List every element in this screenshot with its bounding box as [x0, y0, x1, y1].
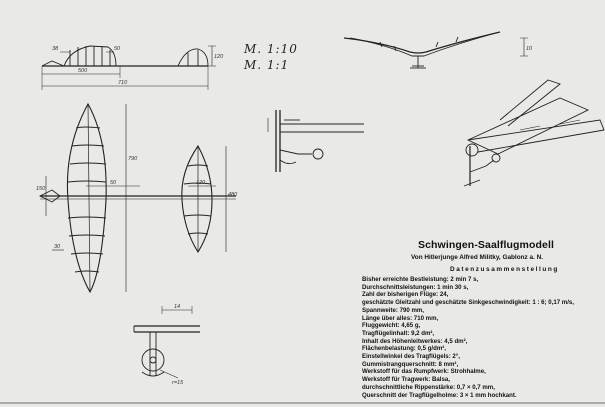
spec-item: Länge über alles: 710 mm,: [362, 314, 439, 322]
dim-fuselage-length: 500: [78, 68, 88, 74]
spec-item: Inhalt des Höhenleitwerkes: 4,5 dm²,: [362, 337, 468, 345]
dim-tail-root: 30: [54, 244, 61, 250]
dim-wing-chord: 150: [36, 186, 46, 192]
dim-mast-left: 38: [52, 46, 59, 52]
spec-item: Gummistrangquerschnitt: 8 mm²,: [362, 360, 459, 368]
spec-item: geschätzte Gleitzahl und geschätzte Sink…: [362, 299, 574, 307]
spec-item: Flächenbelastung: 0,5 g/dm²,: [362, 345, 446, 353]
dim-span: 790: [128, 156, 138, 162]
spec-item: Zahl der bisherigen Flüge: 24,: [362, 291, 449, 299]
spec-item: Bisher erreichte Bestleistung: 2 min 7 s…: [362, 276, 479, 283]
spec-item: Durchschnittsleistungen: 1 min 30 s,: [362, 283, 469, 291]
spec-list: Bisher erreichte Bestleistung: 2 min 7 s…: [362, 276, 602, 399]
dim-tail-chord: 120: [196, 180, 206, 186]
perspective-view: [463, 79, 605, 187]
dim-flap-height: 10: [526, 46, 533, 52]
drawing-title: Schwingen-Saalflugmodell: [418, 239, 554, 251]
drawing-subtitle: Von Hitlerjunge Alfred Militky, Gablonz …: [411, 254, 543, 261]
dim-wing-root: 50: [110, 180, 117, 186]
dim-mast-right: 50: [114, 46, 121, 52]
dim-detail-top: 14: [174, 304, 180, 310]
spec-item: Einstellwinkel des Tragflügels: 2°,: [362, 353, 460, 361]
front-view: [343, 31, 528, 69]
spec-item: Werkstoff für Tragwerk: Balsa,: [362, 376, 450, 384]
spec-item: Werkstoff für das Rumpfwerk: Strohhalme,: [362, 368, 486, 376]
dim-detail-radius: r=15: [172, 380, 184, 386]
spec-item: Tragflügelinhalt: 9,2 dm²,: [362, 329, 435, 337]
side-view: [41, 45, 216, 90]
gear-detail: [133, 306, 200, 379]
dim-overall-length: 710: [118, 80, 128, 86]
scale-label-2: M. 1:1: [244, 58, 290, 72]
spec-item: durchschnittliche Rippenstärke: 0,7 × 0,…: [362, 383, 495, 391]
dim-height: 120: [214, 54, 224, 60]
spec-item: Querschnitt der Tragflügelholme: 3 × 1 m…: [362, 391, 517, 399]
scale-label-1: M. 1:10: [244, 42, 298, 56]
spec-item: Fluggewicht: 4,65 g,: [362, 322, 421, 330]
hinge-detail: [267, 110, 364, 172]
plan-view: [38, 102, 236, 294]
dim-tail-span: 480: [228, 192, 238, 198]
spec-item: Spannweite: 790 mm,: [362, 306, 424, 314]
data-section-heading: Datenzusammenstellung: [450, 266, 559, 273]
